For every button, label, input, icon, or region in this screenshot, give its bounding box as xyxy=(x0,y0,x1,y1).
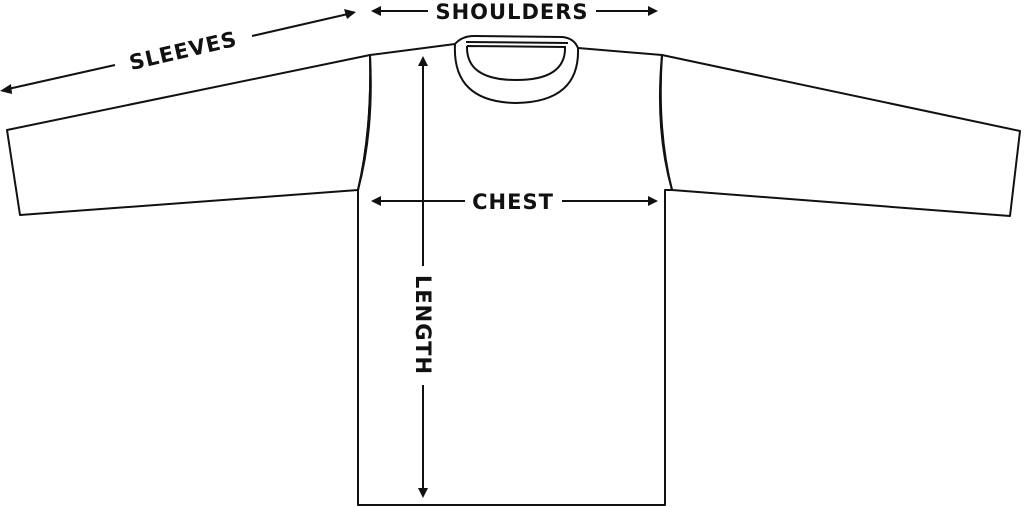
length-arrowhead-top-icon xyxy=(418,56,428,66)
shoulders-label: SHOULDERS xyxy=(435,0,588,24)
sleeves-label: SLEEVES xyxy=(127,27,240,75)
chest-arrowhead-left-icon xyxy=(371,196,381,206)
shoulders-arrowhead-left-icon xyxy=(371,6,381,16)
right-sleeve xyxy=(659,54,1021,217)
shoulders-measurement: SHOULDERS xyxy=(371,0,658,24)
collar-outer xyxy=(453,35,580,104)
shoulders-arrowhead-right-icon xyxy=(648,6,658,16)
chest-label: CHEST xyxy=(472,190,554,214)
left-sleeve xyxy=(6,54,372,216)
collar-band-line xyxy=(465,41,569,44)
sleeves-arrow-line-right xyxy=(251,13,349,37)
sleeves-arrow-line-left xyxy=(7,64,116,90)
shirt-body xyxy=(357,43,673,506)
sleeves-arrowhead-right-icon xyxy=(344,9,356,19)
chest-arrowhead-right-icon xyxy=(648,196,658,206)
collar xyxy=(453,35,580,104)
sleeves-arrowhead-left-icon xyxy=(0,84,12,94)
collar-inner xyxy=(465,45,567,82)
length-measurement: LENGTH xyxy=(411,56,435,498)
length-arrowhead-bottom-icon xyxy=(418,488,428,498)
length-label: LENGTH xyxy=(411,275,435,375)
right-armhole-seam xyxy=(659,54,673,191)
chest-measurement: CHEST xyxy=(371,190,658,214)
left-armhole-seam xyxy=(357,54,372,191)
